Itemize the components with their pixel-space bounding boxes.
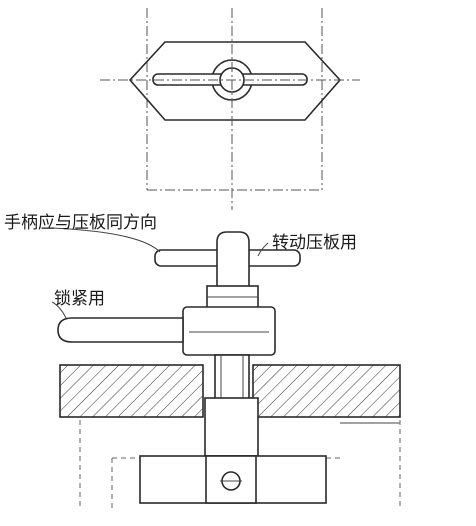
- leader-lines: [51, 227, 269, 319]
- leader-rotate-plate: [257, 242, 269, 257]
- top-view: [100, 8, 360, 210]
- bolt-head: [205, 455, 257, 504]
- leader-handle-direction: [51, 227, 161, 253]
- locking-lever: [57, 317, 184, 343]
- stud-upper: [214, 354, 250, 401]
- side-view-handle: [154, 231, 301, 289]
- nut-body: [182, 306, 276, 356]
- base-block: [79, 420, 401, 510]
- side-view-nut: [57, 285, 276, 356]
- workpiece-section: [59, 364, 401, 424]
- label-rotate-plate: 转动压板用: [272, 233, 357, 253]
- workpiece-left-section: [59, 364, 204, 418]
- stud-bolt: [204, 354, 259, 457]
- stud-lower: [204, 397, 259, 457]
- clamp-plate-octagon: [128, 41, 342, 121]
- workpiece-right-section: [252, 364, 401, 418]
- leader-locking: [51, 301, 67, 319]
- handle-stem: [216, 231, 250, 289]
- label-handle-direction: 手柄应与压板同方向: [4, 213, 157, 233]
- label-locking: 锁紧用: [54, 289, 105, 309]
